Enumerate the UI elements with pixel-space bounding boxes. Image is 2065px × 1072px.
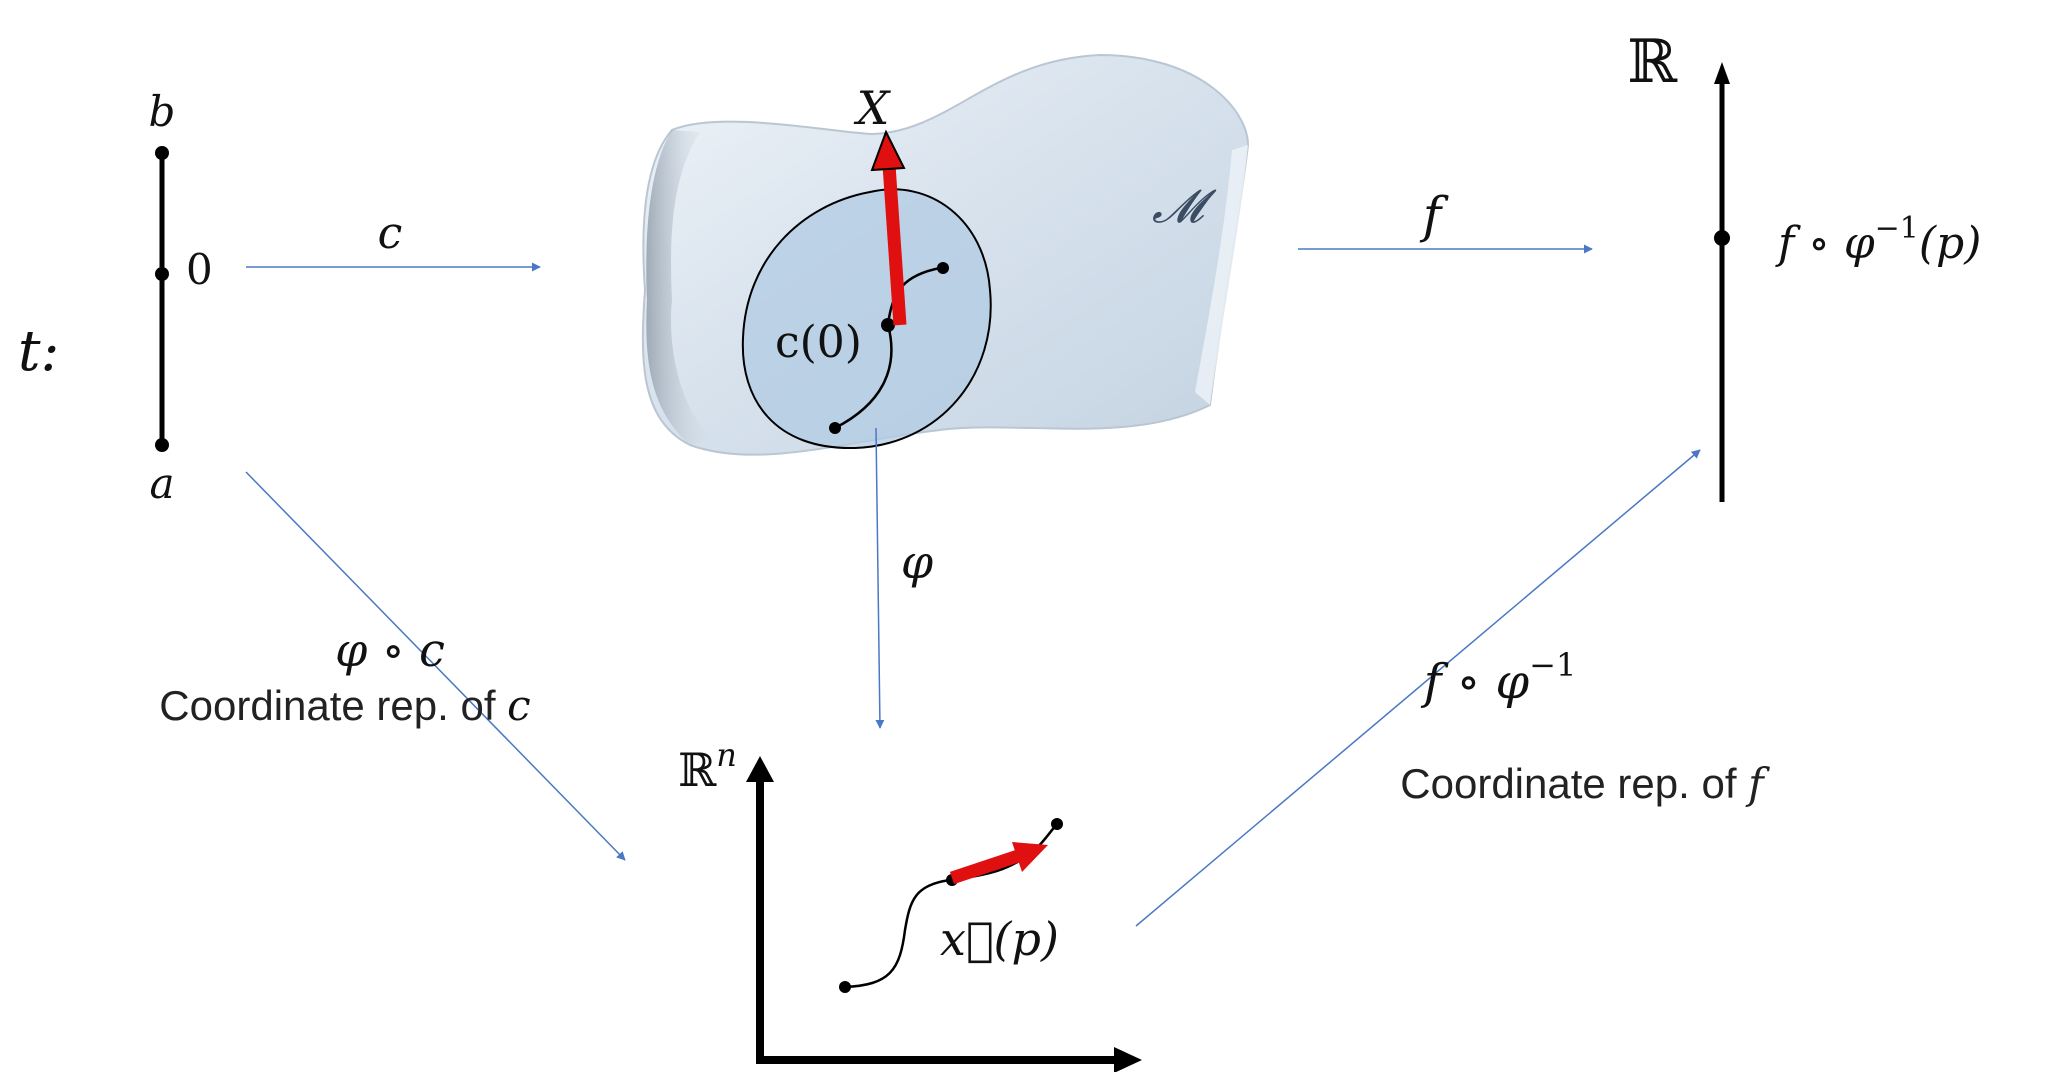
x-axis-arrowhead — [1114, 1047, 1142, 1072]
real-axis-arrowhead — [1714, 62, 1730, 84]
c-map-label: c — [378, 208, 403, 259]
arrow-labels: c f φ φ ∘ c Coordinate rep. of c f ∘ φ−1… — [159, 186, 1770, 808]
t-label: t: — [18, 319, 59, 384]
connector-arrows — [245, 244, 1701, 927]
b-label: b — [149, 87, 176, 136]
coord-tangent-head — [1012, 842, 1048, 872]
euclidean-chart: ℝn x⃗(p) — [678, 736, 1142, 1072]
real-line: ℝ f ∘ φ−1(p) — [1627, 27, 1981, 502]
coord-curve-start — [839, 981, 851, 993]
phi-map-label: φ — [901, 535, 934, 589]
Rn-label: ℝn — [678, 736, 737, 797]
arrow-f-phi-inv — [1135, 449, 1701, 927]
zero-label: 0 — [186, 245, 213, 294]
manifold-edge-shading — [646, 130, 712, 445]
coord-rep-f-text: Coordinate rep. of f — [1400, 759, 1770, 808]
manifold: 𝓜 X c(0) — [641, 53, 1250, 456]
X-label: X — [854, 81, 892, 135]
tangent-vector-head — [870, 129, 906, 172]
c0-label: c(0) — [775, 317, 862, 368]
point-b — [155, 146, 169, 160]
coord-rep-c-text: Coordinate rep. of c — [159, 681, 530, 730]
manifold-curve-lower — [834, 324, 893, 430]
R-label: ℝ — [1627, 27, 1678, 97]
point-zero — [155, 267, 169, 281]
f-phi-inv-label: f ∘ φ−1 — [1421, 646, 1577, 710]
coord-curve-end — [1051, 818, 1063, 830]
arrow-phi-c — [245, 471, 626, 861]
xp-label: x⃗(p) — [940, 912, 1059, 966]
y-axis-arrowhead — [746, 756, 774, 782]
curve-start-point — [829, 422, 841, 434]
point-a — [155, 438, 169, 452]
curve-end-point — [937, 262, 949, 274]
f-phi-inv-p-label: f ∘ φ−1(p) — [1775, 211, 1981, 269]
coord-tangent-vector — [949, 849, 1021, 885]
chart-domain — [741, 188, 992, 450]
parameter-interval: t: b 0 a — [18, 87, 213, 508]
point-f-value — [1714, 230, 1730, 246]
arrow-phi — [875, 427, 885, 729]
manifold-edge-highlight — [1195, 145, 1248, 405]
point-c0 — [881, 318, 895, 332]
phi-c-label: φ ∘ c — [335, 623, 445, 677]
tangent-vector-X — [882, 164, 907, 326]
a-label: a — [149, 459, 174, 508]
f-map-label: f — [1419, 186, 1449, 244]
